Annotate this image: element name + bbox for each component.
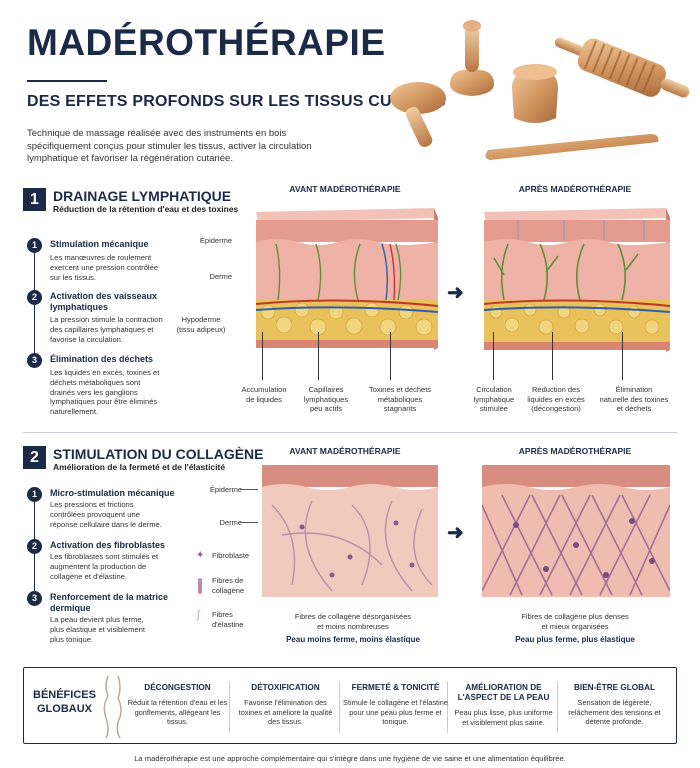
s1-pointer-3	[390, 332, 391, 380]
section-2-title: STIMULATION DU COLLAGÈNE	[53, 446, 264, 462]
s2-step-2-text: Les fibroblastes sont stimulés et augmen…	[50, 552, 159, 581]
s2-dermis-pointer	[240, 522, 258, 523]
s1-label-hypodermis: Hypoderme (tissu adipeux)	[176, 315, 226, 334]
s1-step-2-title: Activation des vaisseaux lymphatiques	[50, 291, 158, 312]
benefit-title: DÉCONGESTION	[144, 683, 211, 692]
stick-tool-icon	[485, 134, 659, 160]
cup-tool-icon	[512, 64, 558, 123]
benefit-separator	[229, 681, 230, 733]
s1-before-heading: AVANT MADÉROTHÉRAPIE	[289, 184, 401, 194]
benefit-text: Stimule le collagène et l'élastine pour …	[343, 698, 448, 726]
s1-pointer-4	[493, 332, 494, 380]
bell-tool-icon	[449, 20, 495, 96]
section-1-steps-line	[34, 250, 35, 360]
s2-label-dermis: Derme	[219, 518, 242, 527]
s1-step-3-number: 3	[27, 353, 42, 368]
s1-step-1-text: Les manœuvres de roulement exercent une …	[50, 253, 159, 282]
title-divider	[27, 80, 107, 82]
benefit-title: FERMETÉ & TONICITÉ	[351, 683, 440, 692]
benefits-label: BÉNÉFICES GLOBAUX	[33, 689, 96, 715]
section-1-number: 1	[23, 188, 46, 211]
benefit-text: Sensation de légèreté, relâchement des t…	[568, 698, 661, 726]
benefit-text: Favorise l'élimination des toxines et am…	[238, 698, 333, 726]
s2-before-heading: AVANT MADÉROTHÉRAPIE	[289, 446, 401, 456]
s2-step-1-number: 1	[27, 487, 42, 502]
s2-after-result: Peau plus ferme, plus élastique	[515, 635, 635, 644]
s1-pointer-6	[622, 332, 623, 380]
s2-label-epidermis: Épiderme	[209, 485, 242, 494]
s1-step-1-title: Stimulation mécanique	[50, 239, 149, 249]
s2-before-result: Peau moins ferme, moins élastique	[286, 635, 420, 644]
benefit-text: Réduit la rétention d'eau et les gonflem…	[127, 698, 228, 726]
benefit-title: AMÉLIORATION DE L'ASPECT DE LA PEAU	[457, 683, 550, 702]
s1-step-3-title: Élimination des déchets	[50, 354, 154, 364]
roller-tool-icon	[554, 37, 690, 98]
s1-before-label-2: Capillaires lymphatiques peu actifs	[303, 385, 349, 413]
s1-after-heading: APRÈS MADÉROTHÉRAPIE	[518, 184, 632, 194]
s1-pointer-5	[552, 332, 553, 380]
s1-step-2-text: La pression stimule la contraction des c…	[50, 315, 163, 344]
s2-before-caption: Fibres de collagène désorganisées et moi…	[294, 612, 412, 631]
elastin-fiber-icon: ʃ	[197, 609, 200, 621]
s1-step-2-number: 2	[27, 290, 42, 305]
s2-before-collagen-diagram	[262, 465, 438, 597]
section-1-title: DRAINAGE LYMPHATIQUE	[53, 188, 232, 204]
s1-pointer-2	[318, 332, 319, 380]
mushroom-tool-icon	[390, 82, 446, 148]
benefit-separator	[339, 681, 340, 733]
footer-note: La madérothérapie est une approche compl…	[134, 754, 566, 763]
benefit-separator	[447, 681, 448, 733]
benefit-detoxification: DÉTOXIFICATION Favorise l'élimination de…	[233, 683, 338, 727]
s1-after-label-3: Élimination naturelle des toxines et déc…	[599, 385, 669, 413]
benefits-box	[23, 667, 677, 744]
s2-after-heading: APRÈS MADÉROTHÉRAPIE	[518, 446, 632, 456]
legend-elastin: Fibres d'élastine	[212, 610, 244, 629]
fibroblast-icon: ✦	[196, 550, 205, 561]
s2-step-1-text: Les pressions et frictions contrôlées pr…	[50, 500, 162, 529]
benefit-decongestion: DÉCONGESTION Réduit la rétention d'eau e…	[125, 683, 230, 727]
page-subtitle: DES EFFETS PROFONDS SUR LES TISSUS CUTAN…	[27, 93, 446, 110]
s2-step-3-title: Renforcement de la matrice dermique	[50, 592, 169, 613]
s2-epidermis-pointer	[240, 489, 258, 490]
s1-step-3-text: Les liquides en excès, toxines et déchet…	[50, 368, 160, 417]
section-2-subtitle: Amélioration de la fermeté et de l'élast…	[53, 462, 226, 472]
s1-label-epidermis: Épiderme	[199, 236, 232, 245]
s1-after-skin-diagram	[483, 208, 671, 352]
s1-step-1-number: 1	[27, 238, 42, 253]
s2-after-collagen-diagram	[482, 465, 670, 597]
benefit-firmness: FERMETÉ & TONICITÉ Stimule le collagène …	[343, 683, 448, 727]
s1-before-skin-diagram	[255, 208, 438, 350]
benefit-title: BIEN-ÊTRE GLOBAL	[574, 683, 655, 692]
legend-collagen: Fibres de collagène	[212, 576, 245, 595]
s1-after-label-1: Circulation lymphatique stimulée	[473, 385, 515, 413]
s2-arrow-icon: ➜	[447, 522, 464, 544]
page-title: MADÉROTHÉRAPIE	[27, 22, 386, 63]
s2-step-1-title: Micro-stimulation mécanique	[50, 488, 175, 498]
s1-after-label-2: Réduction des liquides en excès (déconge…	[527, 385, 585, 413]
s2-step-2-title: Activation des fibroblastes	[50, 540, 166, 550]
collagen-fiber-icon	[198, 578, 202, 594]
benefit-wellbeing: BIEN-ÊTRE GLOBAL Sensation de légèreté, …	[562, 683, 667, 727]
s1-before-label-1: Accumulation de liquides	[241, 385, 287, 404]
body-silhouette-icon	[103, 675, 122, 739]
intro-text: Technique de massage réalisée avec des i…	[27, 128, 312, 164]
benefit-separator	[557, 681, 558, 733]
s2-after-caption: Fibres de collagène plus denses et mieux…	[521, 612, 629, 631]
s1-pointer-1	[262, 332, 263, 380]
section-2-number: 2	[23, 446, 46, 469]
s1-arrow-icon: ➜	[447, 282, 464, 304]
wooden-tools-illustration	[390, 20, 690, 160]
section-1-subtitle: Réduction de la rétention d'eau et des t…	[53, 204, 239, 214]
section-divider	[23, 432, 677, 433]
benefit-text: Peau plus lisse, plus uniforme et visibl…	[454, 708, 553, 727]
s2-step-2-number: 2	[27, 539, 42, 554]
s2-step-3-number: 3	[27, 591, 42, 606]
s1-before-label-3: Toxines et déchets métaboliques stagnant…	[368, 385, 432, 413]
benefit-title: DÉTOXIFICATION	[251, 683, 320, 692]
s2-step-3-text: La peau devient plus ferme, plus élastiq…	[50, 615, 145, 644]
s1-label-dermis: Derme	[209, 272, 232, 281]
legend-fibroblast: Fibroblaste	[212, 551, 250, 560]
benefit-skin-appearance: AMÉLIORATION DE L'ASPECT DE LA PEAU Peau…	[451, 683, 556, 727]
